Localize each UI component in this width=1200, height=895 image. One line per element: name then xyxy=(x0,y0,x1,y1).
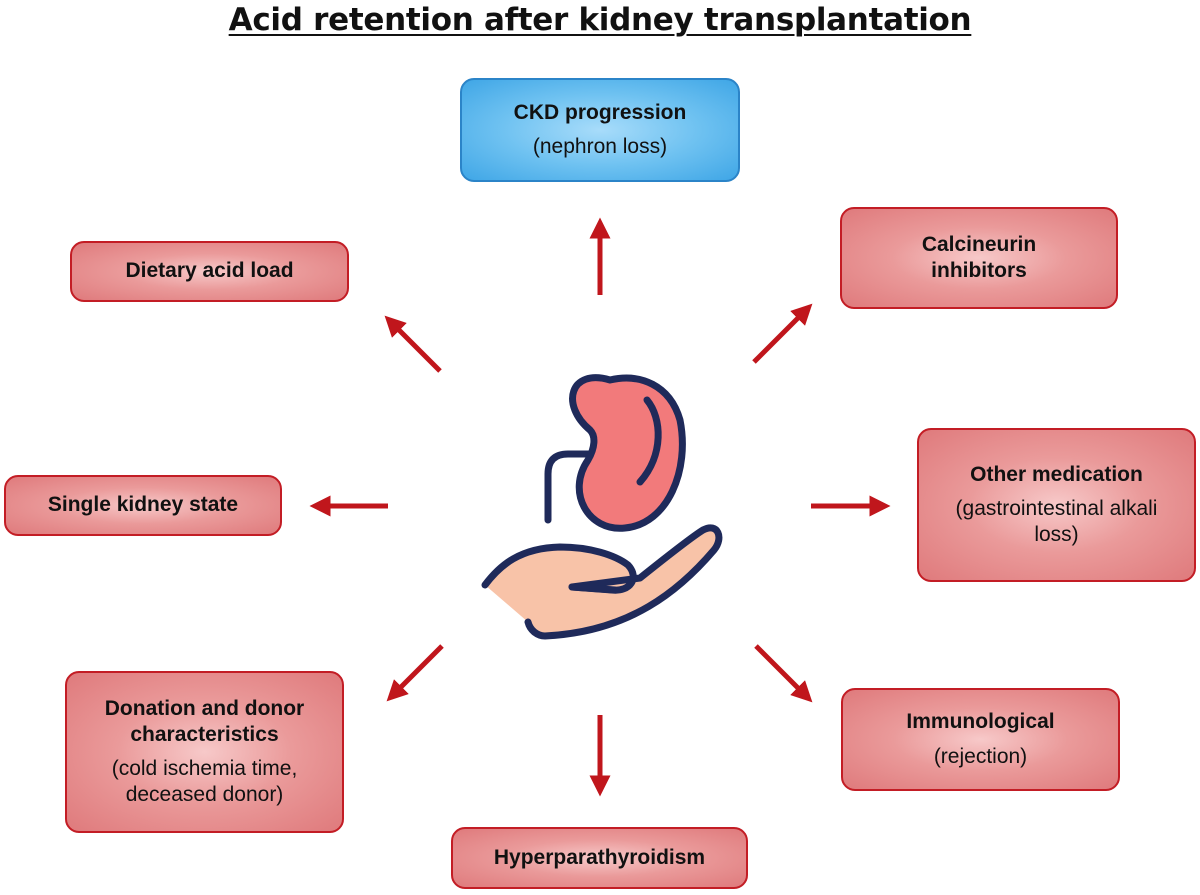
donation-characteristics-sub: (cold ischemia time, deceased donor) xyxy=(111,757,298,807)
donation-characteristics-box: Donation and donor characteristics (cold… xyxy=(65,671,344,833)
ckd-progression-label: CKD progression xyxy=(513,100,687,124)
arrow-to-donation xyxy=(386,644,444,702)
other-medication-box: Other medication (gastrointestinal alkal… xyxy=(917,428,1196,582)
calcineurin-inhibitors-box: Calcineurin inhibitors xyxy=(840,207,1118,309)
calcineurin-inhibitors-label: Calcineurin inhibitors xyxy=(921,232,1037,282)
arrow-to-dietary xyxy=(384,315,442,373)
ckd-progression-box: CKD progression (nephron loss) xyxy=(460,78,740,182)
hyperparathyroidism-label: Hyperparathyroidism xyxy=(493,845,706,869)
immunological-label: Immunological xyxy=(906,710,1055,734)
immunological-box: Immunological (rejection) xyxy=(841,688,1120,791)
hyperparathyroidism-box: Hyperparathyroidism xyxy=(451,827,748,889)
ckd-progression-sub: (nephron loss) xyxy=(532,135,668,158)
dietary-acid-load-box: Dietary acid load xyxy=(70,241,349,302)
immunological-sub: (rejection) xyxy=(933,744,1028,768)
arrow-to-calcineurin xyxy=(752,303,813,364)
arrow-to-immunological xyxy=(754,644,813,703)
other-medication-sub: (gastrointestinal alkali loss) xyxy=(955,496,1158,547)
diagram-title: Acid retention after kidney transplantat… xyxy=(228,2,972,38)
other-medication-label: Other medication xyxy=(970,462,1143,486)
single-kidney-state-box: Single kidney state xyxy=(4,475,282,536)
single-kidney-state-label: Single kidney state xyxy=(47,493,239,517)
dietary-acid-load-label: Dietary acid load xyxy=(125,259,294,283)
donation-characteristics-label: Donation and donor characteristics xyxy=(104,696,305,746)
